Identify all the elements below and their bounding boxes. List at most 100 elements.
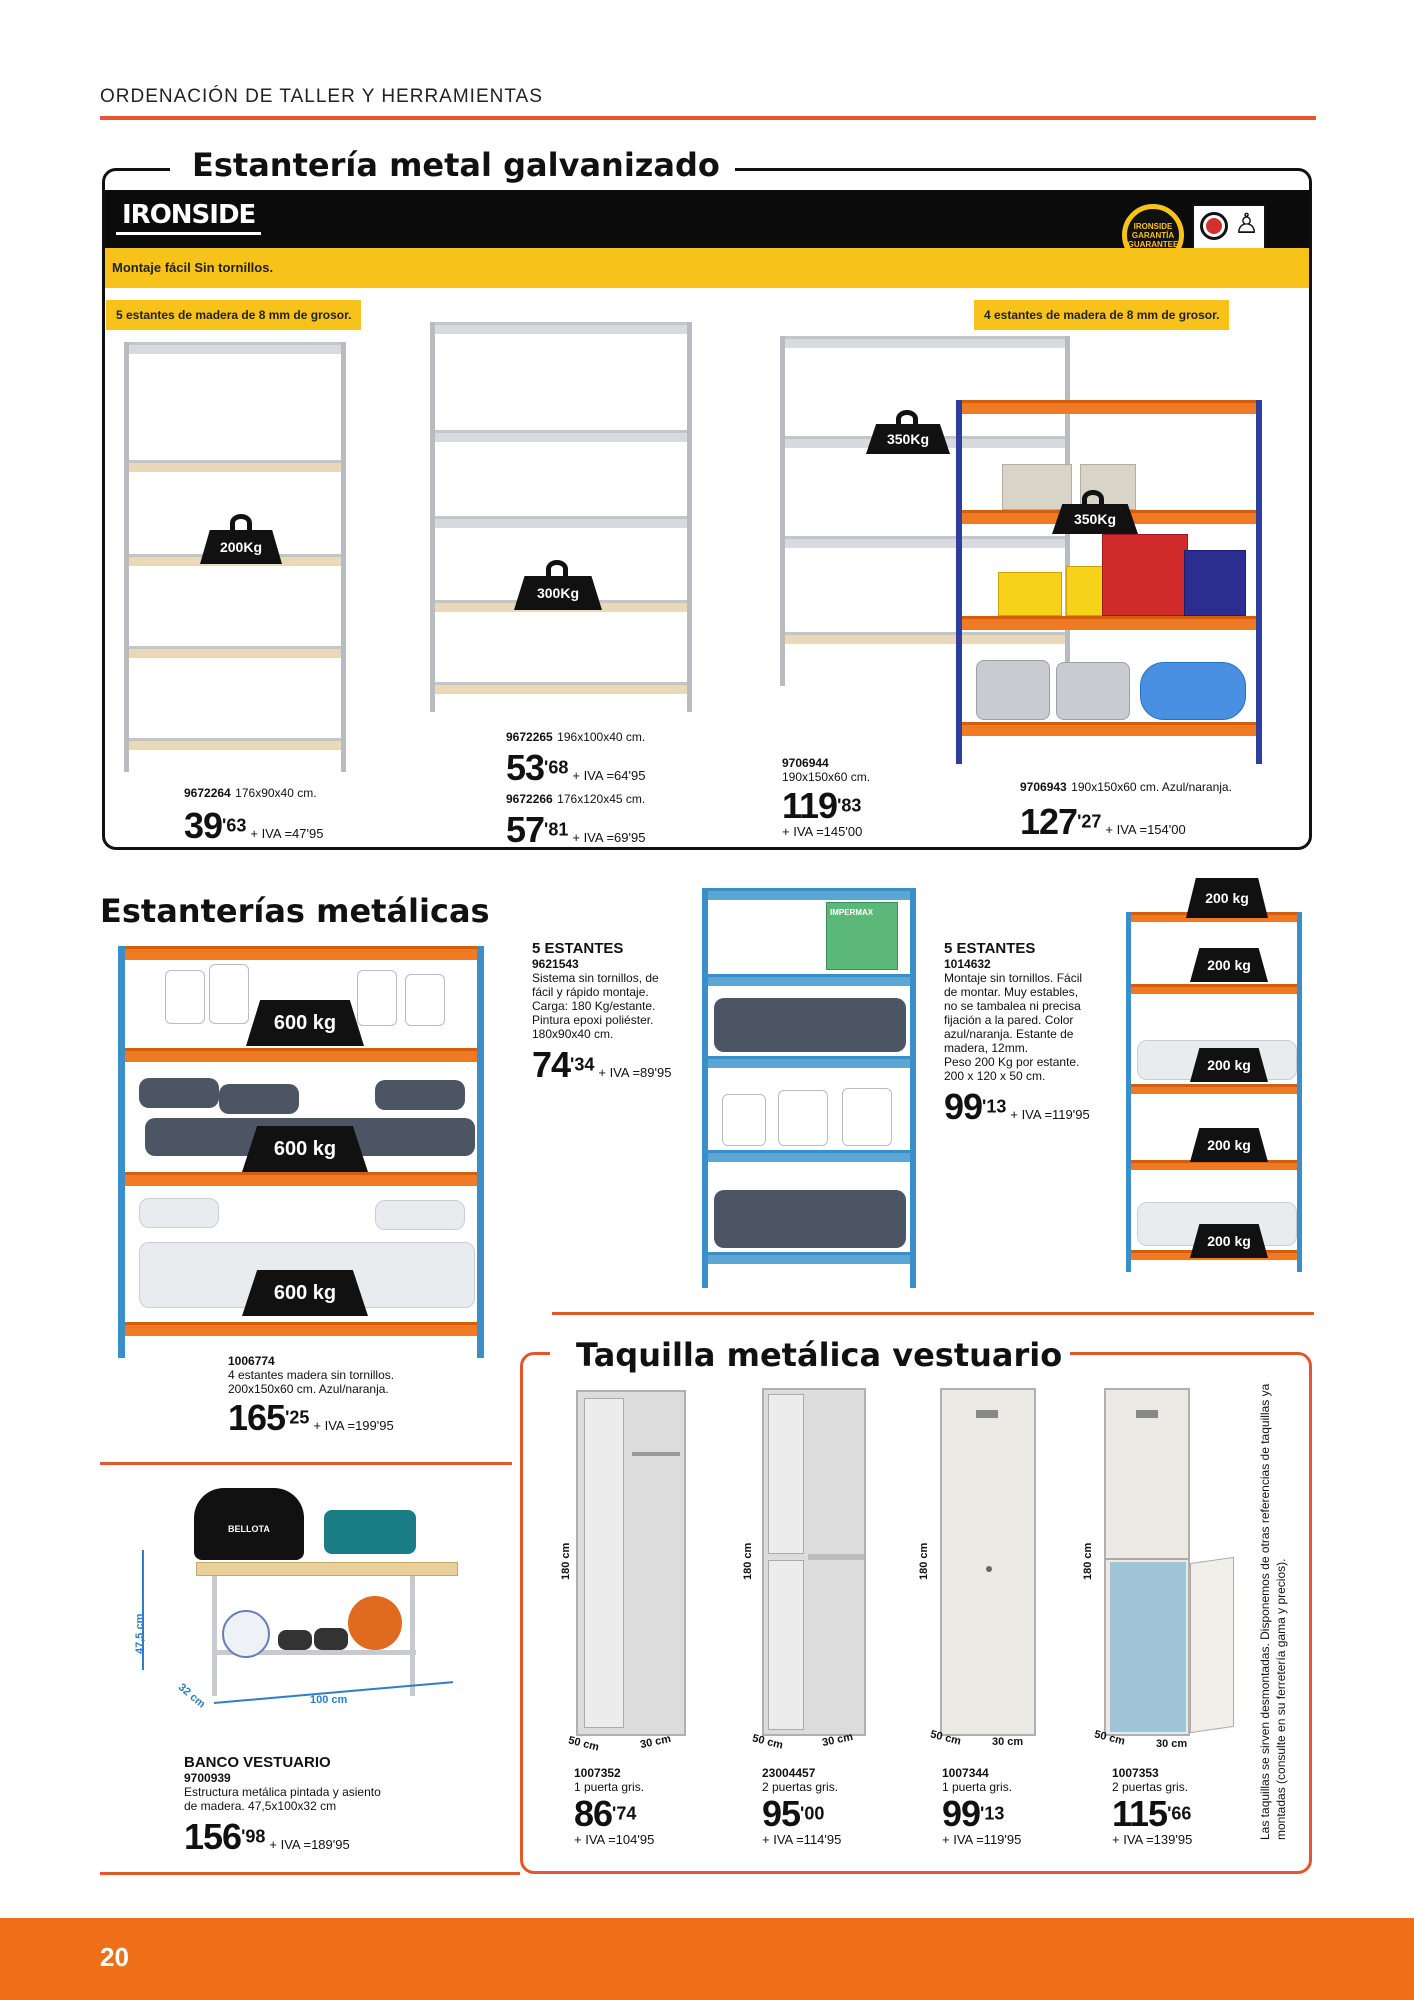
price-integer: 86 bbox=[574, 1793, 613, 1834]
product-desc-line: 180x90x40 cm. bbox=[532, 1027, 614, 1041]
brand-bar bbox=[105, 190, 1309, 248]
weight-label-600-2: 600 kg bbox=[242, 1126, 368, 1172]
weight-label-200-3: 200 kg bbox=[1190, 1048, 1268, 1082]
product-desc-line: no se tambalea ni precisa bbox=[944, 999, 1081, 1013]
product-desc: de madera. 47,5x100x32 cm bbox=[184, 1799, 337, 1813]
product-heading: 5 ESTANTES bbox=[532, 940, 624, 957]
locker-height-dim: 180 cm bbox=[1082, 1542, 1094, 1580]
price-with-vat: + IVA =89'95 bbox=[598, 1065, 672, 1080]
stopwatch-icon bbox=[1200, 212, 1228, 240]
price-decimal: '13 bbox=[982, 1096, 1007, 1117]
price-with-vat: + IVA =154'00 bbox=[1105, 822, 1186, 837]
locker-3-image bbox=[940, 1388, 1036, 1736]
product-1014632: 5 ESTANTES 1014632 Montaje sin tornillos… bbox=[944, 940, 1124, 1125]
price-decimal: '66 bbox=[1167, 1803, 1192, 1824]
person-icon: ♙ bbox=[1234, 208, 1260, 239]
price-decimal: '25 bbox=[285, 1407, 310, 1428]
price-with-vat: + IVA =189'95 bbox=[269, 1837, 350, 1852]
weight-label-1: 200Kg bbox=[200, 530, 282, 564]
feature-bar bbox=[105, 248, 1309, 288]
price-integer: 127 bbox=[1020, 801, 1078, 842]
shelves-tag-right: 4 estantes de madera de 8 mm de grosor. bbox=[974, 300, 1230, 330]
page-header-title: ORDENACIÓN DE TALLER Y HERRAMIENTAS bbox=[100, 86, 543, 107]
price-integer: 165 bbox=[228, 1397, 286, 1438]
weight-ring-icon bbox=[896, 410, 918, 428]
header-divider bbox=[100, 116, 1316, 120]
sku: 1006774 bbox=[228, 1354, 275, 1368]
product-desc: 1 puerta gris. bbox=[574, 1780, 645, 1794]
page-number: 20 bbox=[100, 1942, 129, 1972]
price-decimal: '34 bbox=[570, 1054, 595, 1075]
product-desc: 2 puertas gris. bbox=[762, 1780, 839, 1794]
price-with-vat: + IVA =64'95 bbox=[572, 768, 646, 783]
sku: 9706944 bbox=[782, 756, 829, 770]
weight-label-600-3: 600 kg bbox=[242, 1270, 368, 1316]
locker-4-image bbox=[1104, 1388, 1190, 1736]
price-integer: 95 bbox=[762, 1793, 801, 1834]
product-9672265: 9672265 196x100x40 cm. 53'68+ IVA =64'95… bbox=[506, 728, 645, 848]
product-9700939: BANCO VESTUARIO 9700939 Estructura metál… bbox=[184, 1754, 381, 1855]
price-with-vat: + IVA =104'95 bbox=[574, 1832, 655, 1847]
galvanized-shelf-1-image bbox=[124, 342, 346, 772]
price-decimal: '74 bbox=[612, 1803, 637, 1824]
product-desc: 200x150x60 cm. Azul/naranja. bbox=[228, 1382, 389, 1396]
price-decimal: '98 bbox=[241, 1826, 266, 1847]
product-desc: 4 estantes madera sin tornillos. bbox=[228, 1368, 395, 1382]
price-decimal: '00 bbox=[800, 1803, 825, 1824]
product-desc-line: de montar. Muy estables, bbox=[944, 985, 1079, 999]
lockers-note: Las taquillas se sirven desmontadas. Dis… bbox=[1258, 1383, 1288, 1840]
price-with-vat: + IVA =139'95 bbox=[1112, 1832, 1193, 1847]
sku: 9672264 bbox=[184, 786, 231, 800]
product-desc: Estructura metálica pintada y asiento bbox=[184, 1785, 381, 1799]
sku: 1007353 bbox=[1112, 1766, 1159, 1780]
price-integer: 74 bbox=[532, 1044, 571, 1085]
product-desc-line: Peso 200 Kg por estante. bbox=[944, 1055, 1080, 1069]
product-desc: 176x120x45 cm. bbox=[557, 792, 646, 806]
sku: 1007344 bbox=[942, 1766, 989, 1780]
product-desc-line: azul/naranja. Estante de bbox=[944, 1027, 1074, 1041]
weight-label-3: 350Kg bbox=[866, 424, 950, 454]
product-heading: 5 ESTANTES bbox=[944, 940, 1036, 957]
weight-label-4: 350Kg bbox=[1052, 504, 1138, 534]
product-desc-line: Montaje sin tornillos. Fácil bbox=[944, 971, 1083, 985]
sku: 1007352 bbox=[574, 1766, 621, 1780]
price-with-vat: + IVA =145'00 bbox=[782, 824, 863, 839]
metal-shelf-mid-image: IMPERMAX bbox=[702, 888, 916, 1288]
locker-2-image bbox=[762, 1388, 866, 1736]
bag-brand-label: BELLOTA bbox=[228, 1524, 270, 1534]
product-desc-line: Sistema sin tornillos, de bbox=[532, 971, 659, 985]
weight-label-200-4: 200 kg bbox=[1190, 1128, 1268, 1162]
price-with-vat: + IVA =69'95 bbox=[572, 830, 646, 845]
price-decimal: '81 bbox=[544, 819, 569, 840]
product-desc-line: Pintura epoxi poliéster. bbox=[532, 1013, 654, 1027]
product-desc-line: fijación a la pared. Color bbox=[944, 1013, 1074, 1027]
galvanized-section-title: Estantería metal galvanizado bbox=[184, 146, 728, 184]
price-integer: 57 bbox=[506, 809, 545, 850]
weight-ring-icon bbox=[546, 560, 568, 578]
footer-bar bbox=[0, 1918, 1414, 2000]
product-desc-line: 200 x 120 x 50 cm. bbox=[944, 1069, 1046, 1083]
section-divider bbox=[100, 1462, 512, 1465]
product-9706944: 9706944 190x150x60 cm. 119'83 + IVA =145… bbox=[782, 756, 870, 839]
ironside-logo: IRONSIDE bbox=[116, 198, 262, 235]
price-with-vat: + IVA =199'95 bbox=[313, 1418, 394, 1433]
product-23004457: 23004457 2 puertas gris. 95'00 + IVA =11… bbox=[762, 1766, 841, 1847]
price-decimal: '68 bbox=[544, 757, 569, 778]
price-decimal: '27 bbox=[1077, 811, 1102, 832]
section-divider bbox=[552, 1312, 1314, 1315]
weight-label-200-5: 200 kg bbox=[1190, 1224, 1268, 1258]
price-integer: 99 bbox=[942, 1793, 981, 1834]
price-decimal: '63 bbox=[222, 815, 247, 836]
stopwatch-fill bbox=[1206, 218, 1222, 234]
product-1007352: 1007352 1 puerta gris. 86'74 + IVA =104'… bbox=[574, 1766, 654, 1847]
product-desc-line: Carga: 180 Kg/estante. bbox=[532, 999, 656, 1013]
product-heading: BANCO VESTUARIO bbox=[184, 1754, 331, 1771]
price-with-vat: + IVA =47'95 bbox=[250, 826, 324, 841]
price-with-vat: + IVA =119'95 bbox=[1010, 1107, 1090, 1122]
product-desc: 190x150x60 cm. bbox=[782, 770, 871, 784]
price-with-vat: + IVA =114'95 bbox=[762, 1832, 842, 1847]
box-label: IMPERMAX bbox=[830, 908, 874, 917]
sku: 9672265 bbox=[506, 730, 553, 744]
bench-width-dim: 100 cm bbox=[310, 1694, 348, 1706]
sku: 9672266 bbox=[506, 792, 553, 806]
